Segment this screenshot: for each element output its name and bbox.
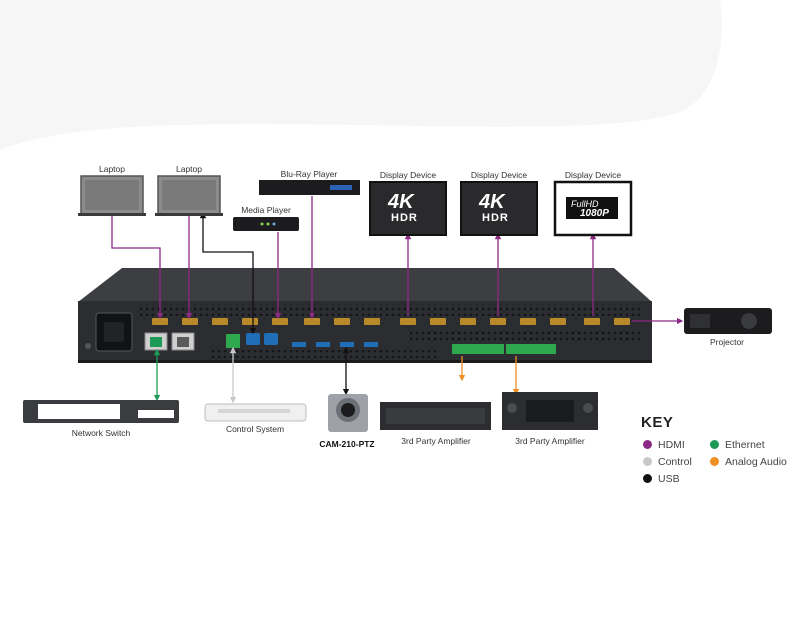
legend-title: KEY xyxy=(641,414,674,431)
power-inlet xyxy=(85,312,133,352)
display-3-label: Display Device xyxy=(564,170,622,180)
legend-label: Ethernet xyxy=(725,439,765,451)
laptop-1 xyxy=(78,175,146,216)
ethernet-dot-icon xyxy=(710,440,719,449)
laptop-2 xyxy=(155,175,223,216)
background-shape xyxy=(0,0,722,150)
blu-ray-player xyxy=(259,180,360,195)
projector-label: Projector xyxy=(709,337,745,347)
usb-host-ports xyxy=(246,333,278,345)
display-3-screen-bottom: 1080P xyxy=(580,208,609,219)
audio-line-out-terminals xyxy=(452,344,556,354)
display-device-2 xyxy=(460,181,538,236)
legend-item-control: Control xyxy=(643,456,692,468)
legend: KEY HDMI Ethernet Control Analog Audio U… xyxy=(641,414,800,494)
usb-device-ports xyxy=(292,342,378,347)
legend-label: USB xyxy=(658,473,680,485)
legend-label: Analog Audio xyxy=(725,456,787,468)
usb-connections xyxy=(199,211,350,396)
ethernet-ports xyxy=(144,332,195,351)
legend-item-usb: USB xyxy=(643,473,680,485)
ptz-camera xyxy=(328,394,368,432)
amplifier-2 xyxy=(502,392,598,430)
camera-label: CAM-210-PTZ xyxy=(319,439,375,449)
network-switch-label: Network Switch xyxy=(71,428,131,438)
hdmi-dot-icon xyxy=(643,440,652,449)
display-device-1 xyxy=(369,181,447,236)
analog-audio-dot-icon xyxy=(710,457,719,466)
amplifier-1-label: 3rd Party Amplifier xyxy=(401,436,471,446)
usb-dot-icon xyxy=(643,474,652,483)
display-1-screen-top: 4K xyxy=(388,191,414,213)
display-device-3 xyxy=(553,180,633,237)
media-player-label: Media Player xyxy=(241,205,291,215)
blu-ray-player-label: Blu-Ray Player xyxy=(280,169,338,179)
projector xyxy=(684,308,772,334)
legend-item-analog-audio: Analog Audio xyxy=(710,456,787,468)
display-2-label: Display Device xyxy=(470,170,528,180)
amplifier-2-label: 3rd Party Amplifier xyxy=(515,436,585,446)
control-terminal xyxy=(226,334,240,348)
laptop-2-label: Laptop xyxy=(176,164,202,174)
legend-item-hdmi: HDMI xyxy=(643,439,685,451)
laptop-1-label: Laptop xyxy=(99,164,125,174)
analog-audio-connections xyxy=(458,356,520,396)
amplifier-1 xyxy=(380,402,491,430)
display-2-screen-top: 4K xyxy=(479,191,505,213)
media-player xyxy=(233,217,299,231)
display-2-screen-bottom: HDR xyxy=(482,212,509,224)
network-switch xyxy=(23,400,179,423)
display-3-screen-top: FullHD xyxy=(571,199,599,209)
legend-item-ethernet: Ethernet xyxy=(710,439,765,451)
legend-label: Control xyxy=(658,456,692,468)
display-1-screen-bottom: HDR xyxy=(391,212,418,224)
control-system xyxy=(204,403,307,422)
control-system-label: Control System xyxy=(225,424,285,434)
display-1-label: Display Device xyxy=(379,170,437,180)
hdmi-connections xyxy=(111,196,684,325)
control-dot-icon xyxy=(643,457,652,466)
legend-label: HDMI xyxy=(658,439,685,451)
